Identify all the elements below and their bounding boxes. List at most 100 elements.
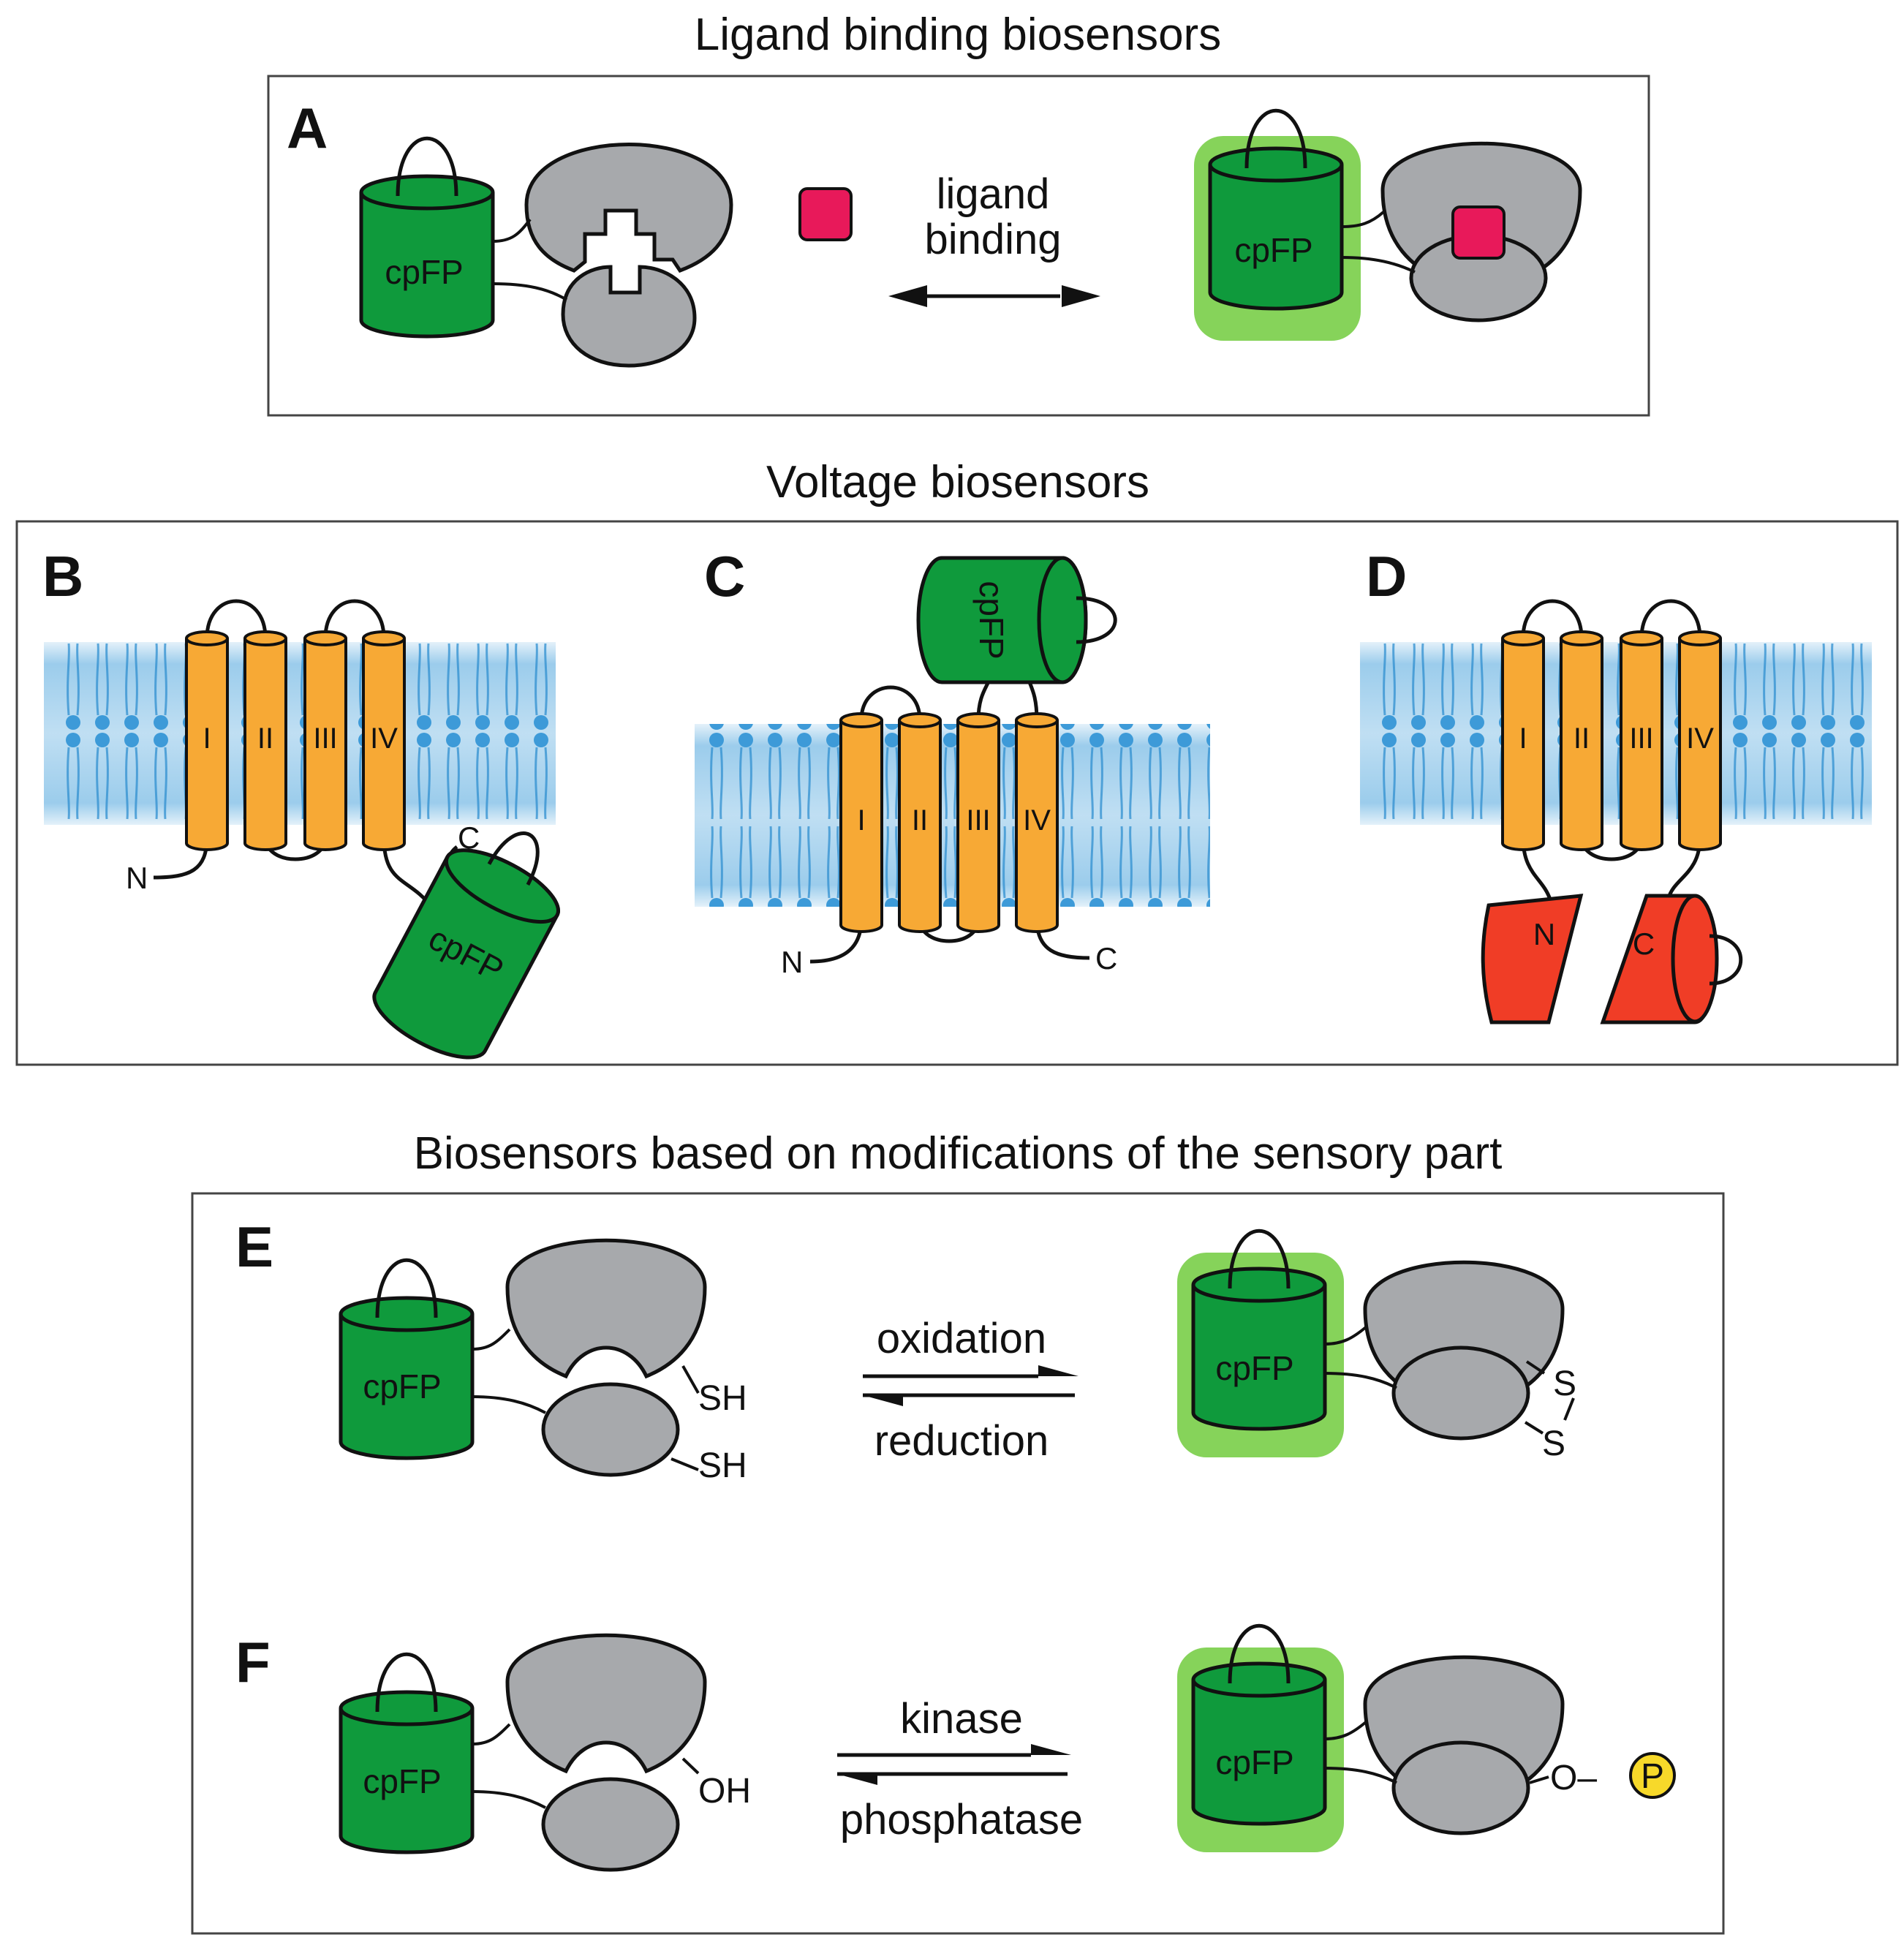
cpfp-label: cpFP xyxy=(385,253,463,291)
helix-b-2: II xyxy=(243,630,287,851)
panel-b: B N C I II III IV cpFP xyxy=(42,544,560,1060)
cpfp-label: cpFP xyxy=(972,581,1010,659)
equilibrium-arrows-e xyxy=(863,1365,1078,1406)
helix-label: IV xyxy=(370,722,398,755)
cpfp-label: cpFP xyxy=(1234,231,1312,269)
helix-c-2: II xyxy=(898,712,942,933)
n-terminus-c: N xyxy=(781,945,803,979)
double-arrow-a xyxy=(888,285,1100,307)
loop-d2 xyxy=(1639,599,1702,639)
panel-letter-c: C xyxy=(704,544,745,608)
kinase-label: kinase xyxy=(900,1695,1023,1743)
small-protein-a-left xyxy=(561,265,697,368)
linker-f1 xyxy=(472,1723,511,1745)
hydroxyl: OH xyxy=(698,1772,751,1811)
panel-f: F cpFP OH kinase phosphatase cpFP O– xyxy=(235,1626,1676,1872)
split-fp-c-label: C xyxy=(1633,926,1655,961)
helix-c-1: I xyxy=(839,712,883,933)
c-terminus-c: C xyxy=(1095,941,1117,975)
panel-letter-f: F xyxy=(235,1630,271,1694)
panel-e: E cpFP SH SH oxidation reduction cpFP xyxy=(235,1215,1576,1485)
cpfp-label: cpFP xyxy=(363,1367,441,1405)
sulfur-2: S xyxy=(1542,1424,1565,1463)
section-title-modification: Biosensors based on modifications of the… xyxy=(414,1128,1503,1179)
linker-e2 xyxy=(472,1395,546,1414)
split-fp-c-half: C xyxy=(1600,894,1743,1024)
helix-label: I xyxy=(857,804,865,837)
cpfp-barrel-f-right: cpFP xyxy=(1193,1626,1325,1824)
panel-letter-d: D xyxy=(1366,544,1407,608)
section-title-ligand: Ligand binding biosensors xyxy=(695,10,1221,60)
panel-letter-e: E xyxy=(235,1215,273,1279)
linker-a4 xyxy=(1341,256,1416,273)
loop-b1 xyxy=(205,599,268,639)
linker-a2 xyxy=(492,282,568,301)
panel-a-frame xyxy=(267,75,1650,417)
cpfp-barrel-a-right: cpFP xyxy=(1210,110,1342,309)
equilibrium-arrows-f xyxy=(837,1744,1071,1785)
cpfp-barrel-b: cpFP xyxy=(372,831,560,1060)
cpfp-label: cpFP xyxy=(1215,1349,1293,1387)
helix-label: II xyxy=(912,804,928,837)
helix-label: II xyxy=(257,722,273,755)
ligand-binding-line1: ligand xyxy=(937,170,1050,218)
section-title-voltage: Voltage biosensors xyxy=(766,457,1149,507)
helix-label: IV xyxy=(1023,804,1051,837)
phospho-bond xyxy=(1529,1775,1549,1784)
ligand-square-bound xyxy=(1451,205,1506,260)
helix-label: III xyxy=(1629,722,1653,755)
cpfp-barrel-c: cpFP xyxy=(916,556,1117,684)
ligand-binding-line2: binding xyxy=(924,216,1061,263)
phosphate-label: P xyxy=(1641,1757,1664,1796)
helix-d-2: II xyxy=(1560,630,1603,851)
small-protein-e-left xyxy=(541,1382,680,1477)
horseshoe-protein-a-left xyxy=(524,143,733,273)
n-terminus-b: N xyxy=(126,861,148,895)
helix-label: I xyxy=(1519,722,1527,755)
cpfp-barrel-f-left: cpFP xyxy=(341,1654,472,1852)
linker-e1 xyxy=(472,1328,511,1351)
horseshoe-protein-e-left xyxy=(507,1240,705,1376)
thiol-1: SH xyxy=(698,1379,747,1418)
panel-a: A cpFP ligand binding cpFP xyxy=(267,75,1650,417)
helix-label: I xyxy=(203,722,211,755)
voltage-panel-frame xyxy=(15,520,1899,1066)
cpfp-barrel-e-left: cpFP xyxy=(341,1260,472,1458)
split-fp-n-half: N xyxy=(1481,894,1584,1024)
split-fp-n-label: N xyxy=(1533,917,1555,951)
linker-e4 xyxy=(1324,1372,1397,1389)
ligand-square xyxy=(798,187,853,241)
linker-f2 xyxy=(472,1790,546,1809)
membrane-b xyxy=(44,642,556,825)
helix-label: III xyxy=(966,804,990,837)
small-protein-f-right xyxy=(1391,1740,1530,1835)
helix-b-1: I xyxy=(185,630,229,851)
helix-d-1: I xyxy=(1501,630,1545,851)
linker-f3 xyxy=(1324,1721,1367,1740)
loop-b2 xyxy=(323,599,386,639)
small-protein-f-left xyxy=(541,1777,680,1872)
panel-d: D I II III IV N C xyxy=(1360,544,1872,1024)
phospho-oxygen: O– xyxy=(1550,1759,1597,1797)
helix-b-4: IV xyxy=(362,630,406,851)
cpfp-label: cpFP xyxy=(363,1762,441,1800)
loop-c1 xyxy=(859,685,922,721)
helix-b-3: III xyxy=(303,630,347,851)
panel-letter-b: B xyxy=(42,544,83,608)
helix-c-3: III xyxy=(956,712,1000,933)
helix-label: II xyxy=(1574,722,1590,755)
linker-f4 xyxy=(1324,1767,1397,1784)
linker-a1 xyxy=(492,218,532,243)
panel-letter-a: A xyxy=(287,96,328,160)
membrane-c xyxy=(695,724,1210,907)
disulfide-bond xyxy=(1524,1360,1575,1435)
sh-bond-1 xyxy=(681,1365,700,1394)
thiol-2: SH xyxy=(698,1446,747,1485)
reduction-label: reduction xyxy=(874,1417,1049,1465)
helix-c-4: IV xyxy=(1015,712,1059,933)
modification-panel-frame xyxy=(191,1192,1725,1935)
phosphate-circle xyxy=(1629,1752,1676,1799)
phosphatase-label: phosphatase xyxy=(840,1796,1083,1843)
linker-e3 xyxy=(1324,1326,1367,1345)
